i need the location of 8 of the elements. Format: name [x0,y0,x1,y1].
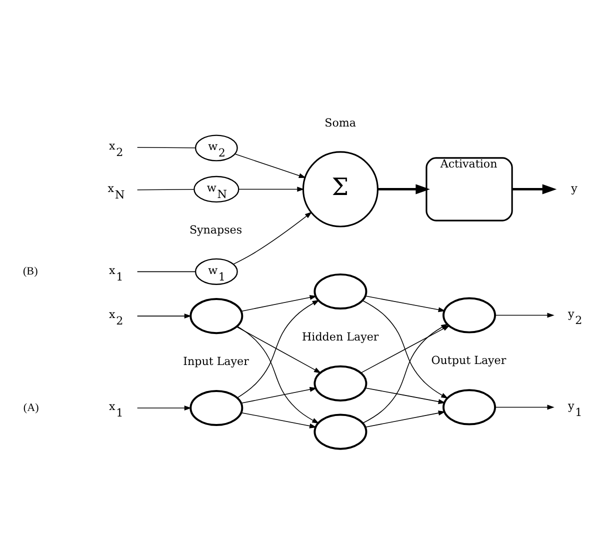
node-text: y [571,182,578,196]
label: Hidden Layer [302,330,379,344]
label: Synapses [189,223,242,236]
label: Output Layer [431,354,506,368]
label: Input Layer [183,354,249,368]
node-label: Soma [324,116,356,130]
label: (B) [23,266,38,278]
label: (A) [23,402,39,414]
